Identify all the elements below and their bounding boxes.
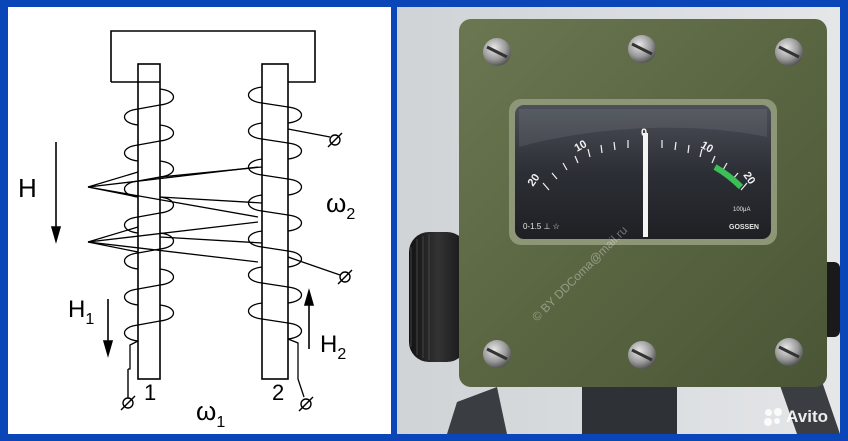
- coil-diagram: H H1 H2 ω2 ω1 1 2: [8, 7, 391, 434]
- label-h1: H1: [68, 296, 94, 328]
- left-knob-knurling: [410, 234, 430, 360]
- stand-leg-left: [447, 387, 507, 434]
- left-knob: [409, 232, 467, 362]
- meter-green-zone: [713, 164, 744, 190]
- label-h: H: [18, 173, 37, 203]
- right-core: [261, 63, 289, 380]
- avito-logo: Avito: [764, 406, 828, 428]
- label-h2: H2: [320, 331, 346, 363]
- flux-lines: [87, 128, 341, 276]
- scale-right-inner: 10: [699, 139, 716, 156]
- scale-left-inner: 10: [573, 138, 590, 155]
- coil-diagram-svg: H H1 H2 ω2 ω1 1 2: [18, 30, 355, 431]
- field-arrows: [50, 142, 315, 358]
- galvanometer-svg: 20 10 0 10 20 0-1.5 ⊥ ☆ 100μA GOSSEN © B…: [397, 7, 840, 434]
- left-core: [137, 63, 161, 380]
- spec-text: 0-1.5 ⊥ ☆: [523, 222, 560, 231]
- glass-reflection: [519, 109, 767, 147]
- meter-needle: [643, 133, 648, 237]
- scale-left-outer: 20: [526, 172, 543, 189]
- right-winding: [247, 86, 305, 398]
- label-terminal-2: 2: [272, 380, 284, 405]
- yoke-outline: [110, 30, 316, 83]
- label-omega1: ω1: [196, 396, 225, 431]
- scale-right-outer: 20: [741, 170, 758, 187]
- range-text: 100μA: [733, 207, 750, 213]
- galvanometer-photo: 20 10 0 10 20 0-1.5 ⊥ ☆ 100μA GOSSEN © B…: [397, 7, 840, 434]
- label-terminal-1: 1: [144, 380, 156, 405]
- avito-logo-text: Avito: [786, 407, 828, 426]
- label-omega2: ω2: [326, 188, 355, 223]
- housing-screws: [483, 35, 803, 369]
- meter-dial-text: 0-1.5 ⊥ ☆ 100μA GOSSEN: [523, 207, 759, 231]
- meter-scale-labels: 20 10 0 10 20: [526, 127, 758, 189]
- terminals: [120, 132, 353, 412]
- brand-text: GOSSEN: [729, 224, 759, 231]
- avito-dots-icon: [764, 408, 783, 426]
- meter-scale-ticks: [542, 137, 748, 191]
